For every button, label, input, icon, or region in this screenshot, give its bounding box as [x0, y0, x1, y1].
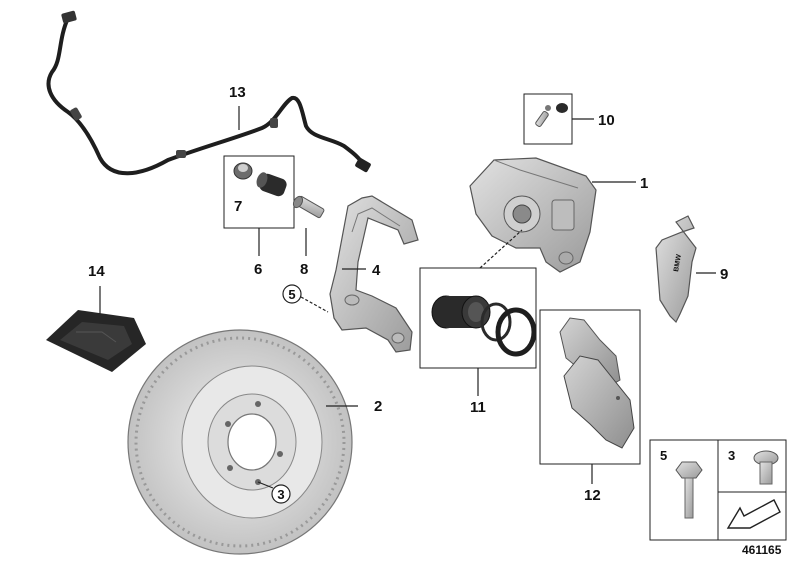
callout-3: 3	[277, 487, 284, 502]
hex-bolt	[675, 461, 703, 519]
callout-7: 7	[234, 198, 242, 215]
callout-5: 5	[288, 287, 295, 302]
callout-3-circle	[271, 484, 291, 504]
brake-pad-front	[563, 355, 635, 449]
brake-disc	[127, 329, 353, 555]
callout-1: 1	[640, 175, 648, 192]
caliper-carrier	[329, 195, 419, 353]
dust-boot	[495, 307, 537, 357]
legend-label-screw: 3	[728, 448, 735, 463]
grease-packet	[46, 310, 146, 372]
callout-11: 11	[470, 399, 486, 416]
legend-label-bolt: 5	[660, 448, 667, 463]
callout-9: 9	[720, 266, 728, 283]
callout-10: 10	[598, 112, 615, 129]
guide-sleeve-cap	[233, 162, 253, 180]
callout-2: 2	[374, 398, 382, 415]
guide-bolt	[292, 195, 325, 219]
wear-sensor-cable	[46, 10, 371, 176]
leader-3	[257, 481, 274, 489]
callout-6: 6	[254, 261, 262, 278]
callout-8: 8	[300, 261, 308, 278]
caliper-piston	[431, 295, 491, 329]
reference-number: 461165	[742, 543, 782, 557]
piston-seal	[480, 302, 512, 342]
bleed-valve	[535, 105, 551, 127]
callout-12: 12	[584, 487, 601, 504]
group-box-12	[539, 309, 641, 465]
anti-rattle-spring: BMW	[655, 215, 697, 324]
guide-sleeve	[256, 172, 287, 197]
brake-caliper	[469, 157, 597, 273]
callout-13: 13	[229, 84, 246, 101]
group-box-10	[523, 93, 573, 145]
callout-14: 14	[88, 263, 105, 280]
callout-5-circle	[282, 284, 302, 304]
leader-caliper-piston	[479, 229, 523, 269]
leader-5	[300, 296, 329, 313]
brand-mark: BMW	[673, 254, 683, 273]
callout-4: 4	[372, 262, 381, 279]
bleed-valve-cap	[556, 103, 568, 113]
socket-head-screw	[753, 450, 779, 485]
direction-arrow-icon	[726, 499, 781, 529]
